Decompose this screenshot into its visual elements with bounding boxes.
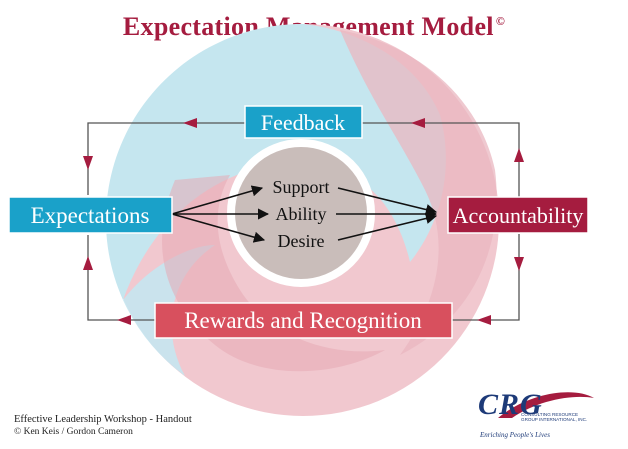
loop-arrowheads — [83, 118, 524, 325]
rewards-box — [154, 302, 453, 339]
accountability-box — [447, 196, 589, 234]
node-rewards: Rewards and Recognition — [154, 302, 453, 339]
arrowhead-bottom-right — [477, 315, 491, 325]
arrowhead-top-right — [411, 118, 425, 128]
center-item-support: Support — [272, 177, 329, 197]
arrowhead-top-left — [183, 118, 197, 128]
footer-copyright: © Ken Keis / Gordon Cameron — [14, 427, 133, 437]
arrowhead-left-up — [83, 256, 93, 270]
crg-logo: CRG Consulting Resource Group Internatio… — [478, 388, 598, 448]
arrow-exp-to-support — [171, 185, 264, 215]
center-item-ability: Ability — [275, 204, 326, 224]
accountability-label: Accountability — [453, 203, 584, 228]
expectations-label: Expectations — [31, 203, 150, 228]
rewards-label: Rewards and Recognition — [184, 308, 422, 333]
arrowhead-right-up — [514, 148, 524, 162]
copyright-mark: © — [495, 14, 506, 29]
pink-swirl — [340, 30, 497, 355]
center-item-desire: Desire — [278, 231, 325, 251]
feedback-box — [244, 105, 363, 139]
node-feedback: Feedback — [244, 105, 363, 139]
arrow-desire-to-acc — [337, 212, 438, 241]
arrowhead-right-down — [514, 257, 524, 271]
footer: Effective Leadership Workshop - Handout … — [14, 413, 192, 439]
center-circle — [227, 139, 375, 287]
center-hub: Support Ability Desire — [227, 139, 375, 287]
logo-wordmark: CRG — [478, 388, 543, 421]
arrow-support-to-acc — [337, 187, 438, 216]
node-accountability: Accountability — [447, 196, 589, 234]
logo-tagline: Enriching People's Lives — [480, 431, 550, 439]
arrowhead-left-down — [83, 156, 93, 170]
expectations-box — [8, 196, 173, 234]
logo-swoosh — [498, 392, 594, 418]
logo-subtitle: Consulting Resource Group International,… — [521, 412, 588, 423]
footer-workshop: Effective Leadership Workshop - Handout — [14, 414, 192, 425]
node-expectations: Expectations — [8, 196, 173, 234]
arrowhead-bottom-left — [117, 315, 131, 325]
arrow-exp-to-desire — [171, 213, 266, 243]
flow-arrows — [171, 185, 438, 243]
feedback-label: Feedback — [261, 110, 345, 135]
